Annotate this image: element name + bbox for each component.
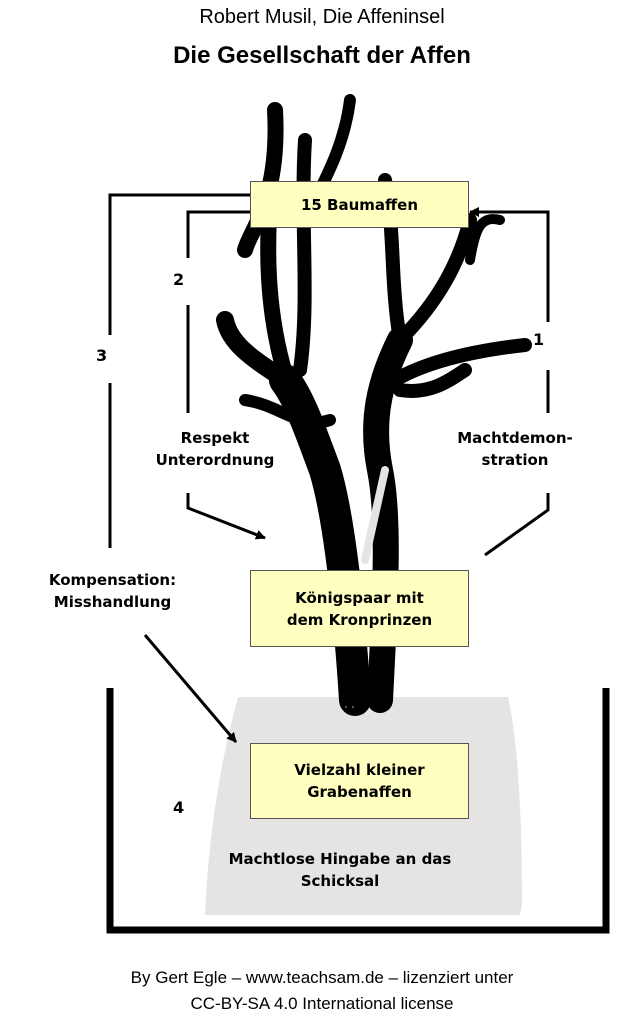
trench-pot <box>106 688 610 934</box>
label-hingabe-line2: Schicksal <box>300 872 380 890</box>
arrow-1-line <box>470 212 550 557</box>
box-grabenaffen-line2: Grabenaffen <box>307 783 412 801</box>
box-grabenaffen: Vielzahl kleiner Grabenaffen <box>250 743 469 819</box>
box-koenigspaar-line2: dem Kronprinzen <box>286 610 433 629</box>
arrow-3-line <box>108 193 250 548</box>
label-respekt-line2: Unterordnung <box>155 451 275 469</box>
label-kompensation-line2: Misshandlung <box>53 593 172 611</box>
label-kompensation: Kompensation: Misshandlung <box>20 569 205 613</box>
footer-line2: CC-BY-SA 4.0 International license <box>190 994 454 1013</box>
arrow-2-line <box>186 210 265 538</box>
label-hingabe-line1: Machtlose Hingabe an das <box>228 850 452 868</box>
box-baumaffen-text: 15 Baumaffen <box>300 195 419 214</box>
box-koenigspaar-line1: Königspaar mit <box>295 588 424 607</box>
label-kompensation-line1: Kompensation: <box>48 571 177 589</box>
title: Robert Musil, Die Affeninsel <box>199 6 445 28</box>
label-respekt: Respekt Unterordnung <box>130 427 300 471</box>
arrow-kompensation <box>143 634 238 743</box>
label-macht-line2: stration <box>481 451 549 469</box>
number-2: 2 <box>173 270 185 289</box>
number-1: 1 <box>533 330 545 349</box>
box-grabenaffen-line1: Vielzahl kleiner <box>294 761 425 779</box>
number-3: 3 <box>96 346 108 365</box>
number-4: 4 <box>173 798 185 817</box>
subtitle: Die Gesellschaft der Affen <box>173 42 471 69</box>
box-koenigspaar: Königspaar mit dem Kronprinzen <box>250 570 469 647</box>
label-macht: Machtdemon- stration <box>440 427 590 471</box>
footer-line1: By Gert Egle – www.teachsam.de – lizenzi… <box>130 968 514 987</box>
box-baumaffen: 15 Baumaffen <box>250 181 469 228</box>
label-macht-line1: Machtdemon- <box>457 429 573 447</box>
label-hingabe: Machtlose Hingabe an das Schicksal <box>215 848 465 892</box>
label-respekt-line1: Respekt <box>180 429 250 447</box>
